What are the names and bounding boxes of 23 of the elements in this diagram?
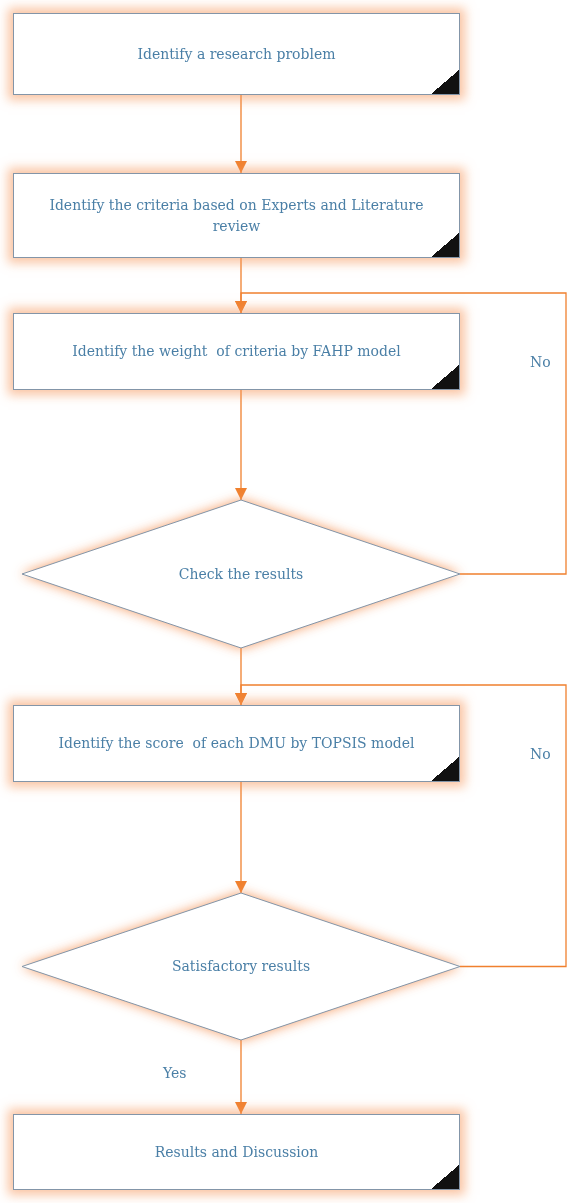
arrow (235, 292, 567, 575)
arrow (235, 94, 247, 174)
process-box (13, 1114, 460, 1190)
decision-diamond (22, 500, 460, 648)
process-box (13, 173, 460, 258)
edge-label: No (528, 745, 553, 762)
arrow (235, 781, 247, 894)
step-text: Check the results (177, 564, 305, 584)
process-box (13, 13, 460, 95)
step-text: Identify the criteria based on Experts and Literature review (48, 196, 425, 236)
process-box (13, 705, 460, 782)
step-text: Satisfactory results (170, 957, 312, 977)
step-text: Results and Discussion (153, 1142, 320, 1162)
arrow (235, 684, 567, 968)
decision-diamond (22, 893, 460, 1040)
step-text: Identify the weight of criteria by FAHP model (71, 342, 402, 362)
arrow (235, 1039, 247, 1115)
edge-label: Yes (161, 1065, 189, 1081)
step-text: Identify a research problem (136, 44, 337, 64)
step-text: Identify the score of each DMU by TOPSIS model (57, 734, 416, 754)
arrow (235, 389, 247, 501)
edge-label: No (528, 353, 553, 370)
process-box (13, 313, 460, 390)
